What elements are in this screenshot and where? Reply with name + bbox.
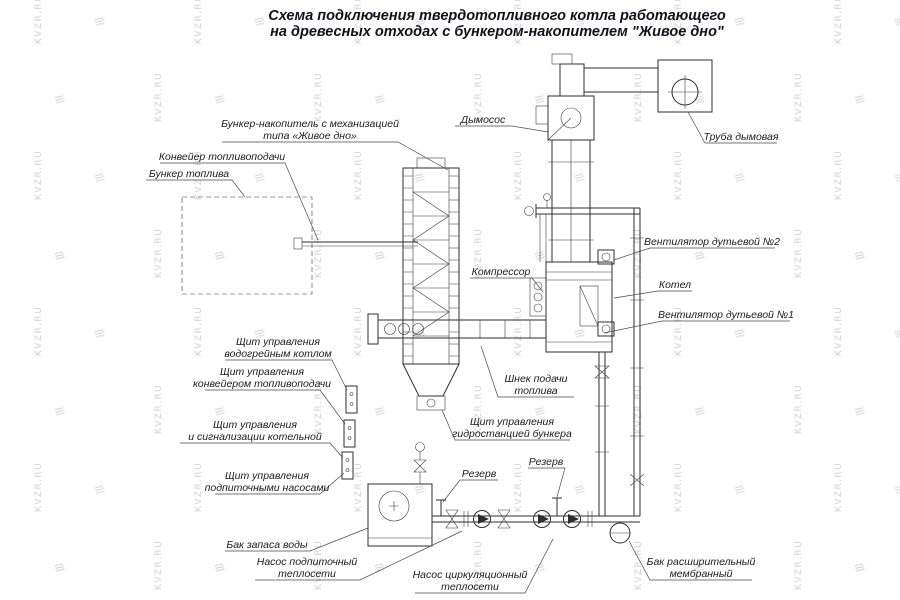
fuel-bunker bbox=[181, 196, 313, 295]
labels: Бункер-накопитель с механизацией типа «Ж… bbox=[149, 114, 794, 593]
fuel-conveyor-line bbox=[293, 237, 418, 250]
label-feed-screw-2: топлива bbox=[514, 385, 557, 397]
label-makeup-pump-2: теплосети bbox=[278, 568, 336, 580]
leader-expansion-tank bbox=[628, 540, 752, 581]
label-panel-hydro-2: гидростанцией бункера bbox=[452, 428, 572, 440]
bunker-hydraulic-station bbox=[416, 395, 446, 411]
label-makeup-pump-1: Насос подпиточный bbox=[257, 556, 358, 568]
label-smoke-exhauster: Дымосос bbox=[460, 114, 506, 126]
leader-blower-fan-1 bbox=[603, 320, 790, 334]
label-panel-boiler-2: водогрейным котлом bbox=[224, 348, 331, 360]
leader-compressor bbox=[470, 277, 544, 293]
leader-fuel-bunker bbox=[146, 179, 246, 198]
label-storage-bunker-2: типа «Живое дно» bbox=[263, 130, 357, 142]
boiler-return-pipe bbox=[594, 352, 610, 516]
label-circulation-pump-2: теплосети bbox=[441, 581, 499, 593]
leader-feed-screw bbox=[480, 345, 574, 398]
smoke-duct bbox=[551, 53, 659, 97]
control-panel-boiler bbox=[345, 385, 358, 414]
chimney-block bbox=[657, 59, 713, 113]
water-storage-tank bbox=[367, 442, 433, 547]
label-circulation-pump-1: Насос циркуляционный bbox=[413, 569, 528, 581]
label-panel-conveyor-2: конвейером топливоподачи bbox=[193, 378, 331, 390]
smoke-exhauster-unit bbox=[535, 95, 595, 141]
reserve-stub-1 bbox=[436, 499, 446, 516]
control-panel-conveyor bbox=[343, 419, 356, 448]
label-storage-bunker-1: Бункер-накопитель с механизацией bbox=[221, 118, 399, 130]
leader-storage-bunker bbox=[222, 141, 449, 171]
leader-panel-alarm bbox=[180, 442, 344, 459]
leader-water-tank bbox=[225, 527, 369, 552]
leader-smoke-exhauster bbox=[455, 125, 549, 133]
boiler-body bbox=[545, 261, 613, 353]
label-fuel-bunker: Бункер топлива bbox=[149, 168, 229, 180]
label-panel-alarm-1: Щит управления bbox=[213, 419, 297, 431]
network-pipe bbox=[432, 515, 640, 523]
blower-fan-1-unit bbox=[597, 321, 615, 337]
compressor-unit bbox=[529, 277, 547, 317]
drawing-title: Схема подключения твердотопливного котла… bbox=[268, 8, 726, 40]
leader-boiler bbox=[613, 290, 692, 299]
leader-panel-conveyor bbox=[205, 389, 346, 425]
circulation-pump-assembly bbox=[533, 510, 593, 528]
label-boiler: Котел bbox=[659, 279, 691, 291]
storage-bunker bbox=[402, 157, 460, 411]
label-expansion-tank-2: мембранный bbox=[670, 568, 733, 580]
leader-reserve-1 bbox=[442, 479, 498, 503]
label-panel-alarm-2: и сигнализации котельной bbox=[188, 431, 322, 443]
label-water-tank: Бак запаса воды bbox=[226, 539, 308, 551]
feed-screw-conveyor bbox=[367, 313, 546, 345]
label-panel-hydro-1: Щит управления bbox=[470, 416, 554, 428]
leader-fuel-conveyor bbox=[160, 162, 319, 241]
boiler-outlet-pipe bbox=[524, 193, 645, 516]
makeup-pump-assembly bbox=[445, 509, 511, 529]
leader-blower-fan-2 bbox=[613, 247, 775, 261]
leader-panel-boiler bbox=[225, 359, 348, 391]
label-fuel-conveyor: Конвейер топливоподачи bbox=[159, 151, 285, 163]
leader-circulation-pump bbox=[415, 538, 554, 594]
label-expansion-tank-1: Бак расширительный bbox=[647, 556, 756, 568]
label-blower-fan-1: Вентилятор дутьевой №1 bbox=[658, 309, 794, 321]
label-reserve-2: Резерв bbox=[529, 456, 564, 468]
label-panel-pumps-2: подпиточными насосами bbox=[205, 482, 330, 494]
leader-panel-hydro bbox=[441, 409, 570, 441]
label-blower-fan-2: Вентилятор дутьевой №2 bbox=[644, 236, 780, 248]
leader-lines bbox=[146, 111, 790, 594]
label-reserve-1: Резерв bbox=[462, 468, 497, 480]
leader-panel-pumps bbox=[215, 472, 345, 495]
expansion-tank-unit bbox=[609, 522, 631, 544]
label-panel-conveyor-1: Щит управления bbox=[220, 366, 304, 378]
label-panel-boiler-1: Щит управления bbox=[236, 336, 320, 348]
blower-fan-2-unit bbox=[597, 249, 615, 265]
leader-chimney bbox=[687, 111, 777, 144]
control-panel-alarm bbox=[341, 451, 354, 480]
leader-makeup-pump bbox=[255, 530, 463, 581]
label-panel-pumps-1: Щит управления bbox=[225, 470, 309, 482]
label-compressor: Компрессор bbox=[472, 266, 531, 278]
label-chimney: Труба дымовая bbox=[704, 131, 779, 143]
leader-reserve-2 bbox=[528, 467, 566, 498]
label-feed-screw-1: Шнек подачи bbox=[505, 373, 568, 385]
reserve-stub-2 bbox=[552, 497, 562, 516]
title-line-1: Схема подключения твердотопливного котла… bbox=[268, 8, 726, 24]
title-line-2: на древесных отходах с бункером-накопите… bbox=[270, 24, 725, 40]
flue-duct bbox=[548, 139, 594, 263]
